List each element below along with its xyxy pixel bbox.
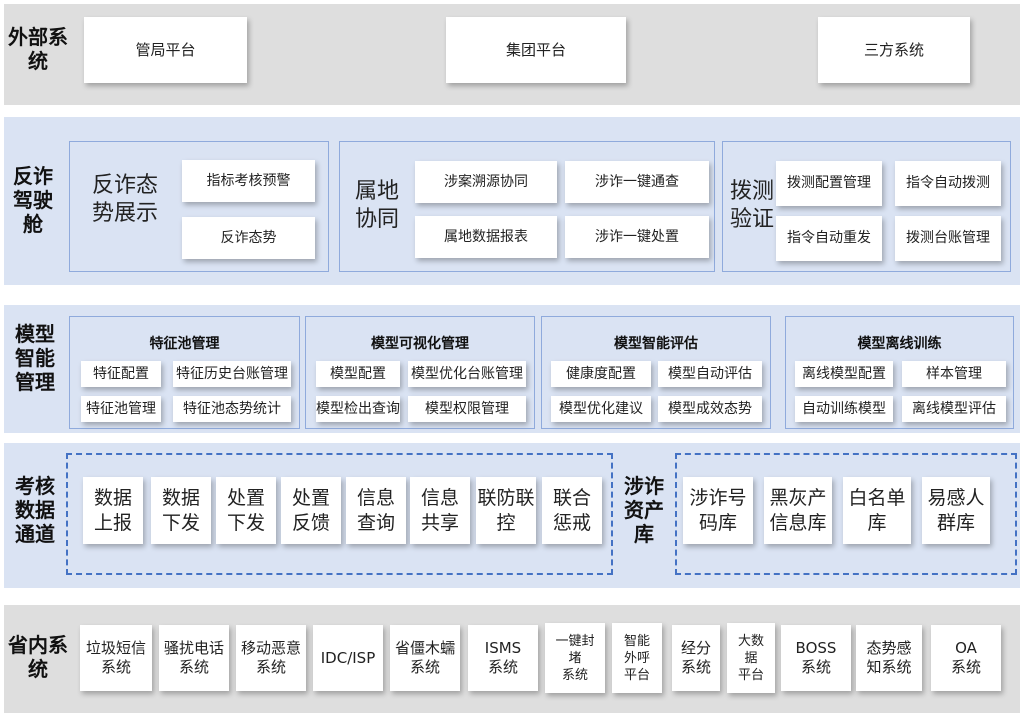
external-item-guanju: 管局平台 xyxy=(84,17,247,83)
channel-item-dispose-send: 处置 下发 xyxy=(216,477,276,544)
external-systems-label: 外部系 统 xyxy=(8,25,68,73)
channel-item-joint-punish: 联合 惩戒 xyxy=(542,477,602,544)
cockpit-item-dispose: 涉诈一键处置 xyxy=(565,216,709,258)
channel-item-distribute: 数据 下发 xyxy=(151,477,211,544)
province-item-situation-aware: 态势感 知系统 xyxy=(856,625,922,691)
model-item-offline-eval: 离线模型评估 xyxy=(902,396,1006,422)
model-item-feature-stats: 特征池态势统计 xyxy=(173,396,291,422)
model-item-auto-eval: 模型自动评估 xyxy=(658,361,762,387)
model-item-sample: 样本管理 xyxy=(902,361,1006,387)
cockpit-item-query: 涉诈一键通查 xyxy=(565,161,709,203)
cockpit-item-local-report: 属地数据报表 xyxy=(415,216,557,258)
model-item-health-config: 健康度配置 xyxy=(551,361,651,387)
cockpit-group-dialtest xyxy=(722,141,1011,272)
province-item-idc-isp: IDC/ISP xyxy=(313,625,383,691)
external-item-jituan: 集团平台 xyxy=(446,17,626,83)
cockpit-item-dial-ledger: 拨测台账管理 xyxy=(895,216,1001,261)
model-group-feature xyxy=(69,316,300,429)
asset-item-blackgray: 黑灰产 信息库 xyxy=(764,477,832,544)
model-item-optimize-advice: 模型优化建议 xyxy=(551,396,651,422)
model-item-effect-trend: 模型成效态势 xyxy=(658,396,762,422)
model-group-offline xyxy=(785,316,1014,429)
channel-item-joint-control: 联防联 控 xyxy=(476,477,536,544)
model-item-auto-train: 自动训练模型 xyxy=(795,396,893,422)
province-item-spam-sms: 垃圾短信 系统 xyxy=(80,625,152,691)
cockpit-group-local xyxy=(339,141,715,272)
province-item-mobile-malware: 移动恶意 系统 xyxy=(236,625,306,691)
asset-dashed-frame xyxy=(675,453,1017,575)
cockpit-item-indicator-alert: 指标考核预警 xyxy=(182,160,315,202)
province-item-boss: BOSS 系统 xyxy=(781,625,851,691)
province-item-botnet: 省僵木蠕 系统 xyxy=(390,625,460,691)
cockpit-item-auto-resend: 指令自动重发 xyxy=(776,216,882,261)
model-item-permission: 模型权限管理 xyxy=(408,396,526,422)
cockpit-label: 反诈 驾驶 舱 xyxy=(13,164,53,236)
cockpit-item-auto-dial: 指令自动拨测 xyxy=(895,161,1001,206)
province-item-one-key-block: 一键封 堵 系统 xyxy=(545,623,605,693)
model-group-eval xyxy=(541,316,771,429)
model-group-feature-title: 特征池管理 xyxy=(149,336,220,352)
cockpit-group-dialtest-title: 拨测 验证 xyxy=(730,179,775,232)
cockpit-item-dial-config: 拨测配置管理 xyxy=(776,161,882,206)
model-item-model-config: 模型配置 xyxy=(316,361,400,387)
model-item-detect-query: 模型检出查询 xyxy=(316,396,400,422)
model-group-visual-title: 模型可视化管理 xyxy=(371,336,469,352)
province-label: 省内系 统 xyxy=(8,633,68,681)
model-item-feature-config: 特征配置 xyxy=(81,361,161,387)
model-group-visual xyxy=(305,316,535,429)
channel-item-report: 数据 上报 xyxy=(83,477,143,544)
cockpit-group-situation xyxy=(69,141,329,272)
cockpit-group-situation-title: 反诈态 势展示 xyxy=(92,173,159,226)
model-group-eval-title: 模型智能评估 xyxy=(614,336,698,352)
province-item-oa: OA 系统 xyxy=(931,625,1001,691)
province-item-jingfen: 经分 系统 xyxy=(672,625,720,691)
model-label: 模型 智能 管理 xyxy=(15,322,55,394)
cockpit-item-trace: 涉案溯源协同 xyxy=(415,161,557,203)
province-item-isms: ISMS 系统 xyxy=(468,625,538,691)
model-item-optimize-ledger: 模型优化台账管理 xyxy=(408,361,526,387)
asset-item-number: 涉诈号 码库 xyxy=(683,477,753,544)
channel-item-info-share: 信息 共享 xyxy=(410,477,470,544)
province-item-harass-call: 骚扰电话 系统 xyxy=(159,625,229,691)
cockpit-group-local-title: 属地 协同 xyxy=(355,179,400,232)
model-item-offline-config: 离线模型配置 xyxy=(795,361,893,387)
channel-label: 考核 数据 通道 xyxy=(15,474,55,546)
asset-item-whitelist: 白名单 库 xyxy=(843,477,911,544)
province-item-smart-call: 智能 外呼 平台 xyxy=(612,623,662,693)
model-item-feature-pool: 特征池管理 xyxy=(81,396,161,422)
channel-item-info-query: 信息 查询 xyxy=(346,477,406,544)
channel-item-dispose-feedback: 处置 反馈 xyxy=(281,477,341,544)
cockpit-item-situation: 反诈态势 xyxy=(182,217,315,259)
asset-item-susceptible: 易感人 群库 xyxy=(922,477,990,544)
model-group-offline-title: 模型离线训练 xyxy=(857,336,942,352)
asset-label: 涉诈 资产 库 xyxy=(624,474,664,546)
external-item-sanfang: 三方系统 xyxy=(818,17,970,83)
province-item-bigdata: 大数 据 平台 xyxy=(727,623,775,693)
model-item-feature-history: 特征历史台账管理 xyxy=(173,361,291,387)
channel-dashed-frame xyxy=(66,453,613,575)
